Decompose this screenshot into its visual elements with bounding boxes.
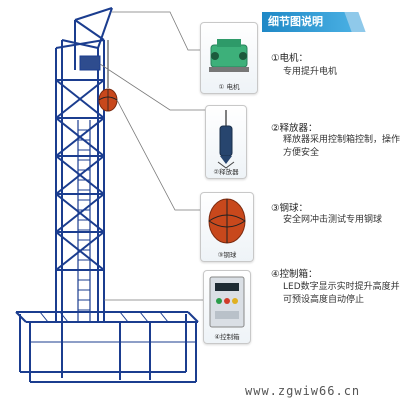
ball-desc: 安全网冲击测试专用钢球 <box>283 214 382 227</box>
release-title: ②释放器： <box>271 123 318 134</box>
detail-header: 细节图说明 <box>262 12 358 32</box>
ball-title: ③钢球： <box>271 203 309 214</box>
control-box-title: ④控制箱： <box>271 269 318 280</box>
control-box-icon <box>209 276 245 328</box>
motor-icon <box>209 39 249 72</box>
motor-thumbnail: ① 电机 <box>200 22 258 94</box>
motor-title: ①电机： <box>271 53 309 64</box>
release-desc-line-1: 释放器采用控制箱控制，操作 <box>283 135 400 145</box>
release-thumbnail: ②释放器 <box>205 105 247 179</box>
motor-caption: ① 电机 <box>218 83 240 91</box>
release-desc: 释放器采用控制箱控制，操作 方便安全 <box>283 134 400 160</box>
steel-ball-icon <box>208 198 246 244</box>
control-box-desc-line-2: 可预设高度自动停止 <box>283 295 365 305</box>
release-desc-line-2: 方便安全 <box>283 148 320 158</box>
watermark-url: www.zgwiw66.cn <box>245 384 361 398</box>
motor-desc-line-1: 专用提升电机 <box>283 67 338 77</box>
motor-desc: 专用提升电机 <box>283 66 337 79</box>
control-box-desc: LED数字显示实时提升高度并 可预设高度自动停止 <box>283 281 400 307</box>
ball-caption: ③钢球 <box>217 251 237 259</box>
control-box-caption: ④控制箱 <box>214 333 240 341</box>
control-box-thumbnail: ④控制箱 <box>203 270 251 344</box>
control-box-desc-line-1: LED数字显示实时提升高度并 <box>283 282 400 292</box>
release-caption: ②释放器 <box>213 168 239 176</box>
release-device-icon <box>217 110 235 169</box>
ball-desc-line-1: 安全网冲击测试专用钢球 <box>283 215 383 225</box>
ball-thumbnail: ③钢球 <box>200 192 254 262</box>
